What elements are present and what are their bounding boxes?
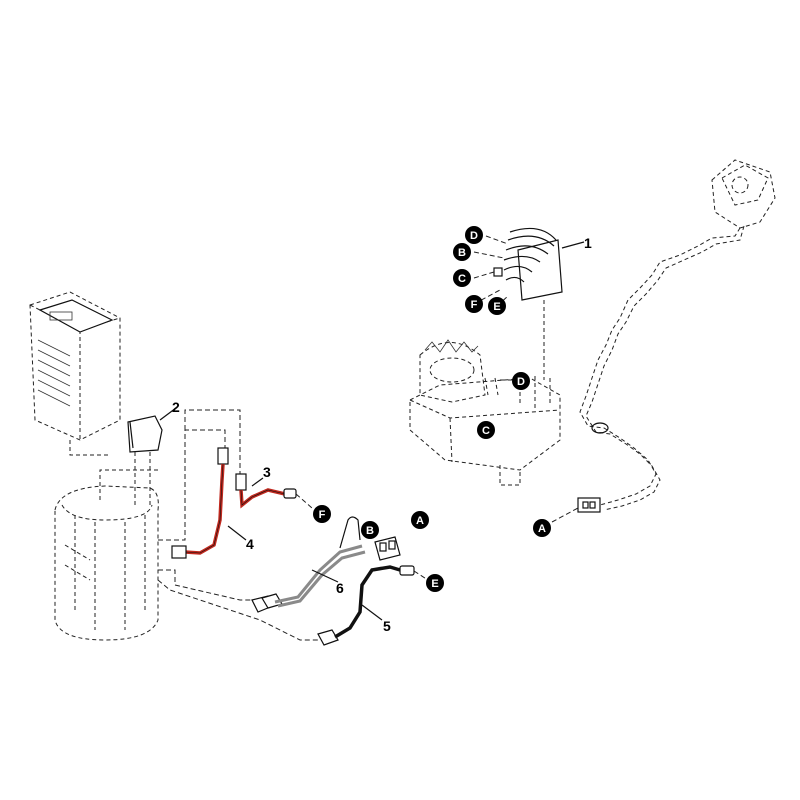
badge-c-motor: C: [477, 421, 495, 439]
badge-e-harness: E: [426, 574, 444, 592]
svg-text:E: E: [493, 301, 500, 313]
badge-f-harness: F: [313, 505, 331, 523]
battery-compartment-housing: [54, 469, 160, 641]
svg-text:A: A: [416, 515, 424, 527]
part-3-red-wire: [235, 473, 313, 509]
badge-e-stator: E: [488, 297, 506, 315]
badge-d-stator: D: [465, 226, 483, 244]
svg-text:B: B: [458, 247, 466, 259]
svg-text:F: F: [471, 299, 478, 311]
routing-guides: [157, 409, 320, 641]
svg-text:E: E: [431, 578, 438, 590]
part-5-label: 5: [383, 618, 391, 634]
part-2-cover: [127, 407, 177, 505]
part-3-label: 3: [263, 464, 271, 480]
badge-b-stator: B: [453, 243, 471, 261]
svg-text:A: A: [538, 523, 546, 535]
svg-text:B: B: [366, 525, 374, 537]
part-4-red-wire: [171, 447, 247, 559]
motor-gearbox-housing: [409, 339, 561, 486]
battery-pack: [29, 291, 121, 456]
electronic-module-cable: [551, 159, 776, 523]
badge-b-harness: B: [361, 521, 379, 539]
svg-text:F: F: [319, 509, 326, 521]
badge-d-motor: D: [512, 372, 530, 390]
svg-text:D: D: [517, 376, 525, 388]
badge-c-stator: C: [453, 269, 471, 287]
svg-text:C: C: [458, 273, 466, 285]
part-4-label: 4: [246, 536, 254, 552]
svg-text:C: C: [482, 425, 490, 437]
part-1-label: 1: [584, 235, 592, 251]
badge-f-stator: F: [465, 295, 483, 313]
badge-a-harness: A: [411, 511, 429, 529]
part-1-stator-coil: [473, 227, 585, 380]
badge-a-motor: A: [533, 519, 551, 537]
svg-text:D: D: [470, 230, 478, 242]
part-5-black-wire: [317, 565, 429, 646]
part-6-label: 6: [336, 580, 344, 596]
part-6-gray-harness: [251, 516, 401, 613]
part-2-label: 2: [172, 399, 180, 415]
